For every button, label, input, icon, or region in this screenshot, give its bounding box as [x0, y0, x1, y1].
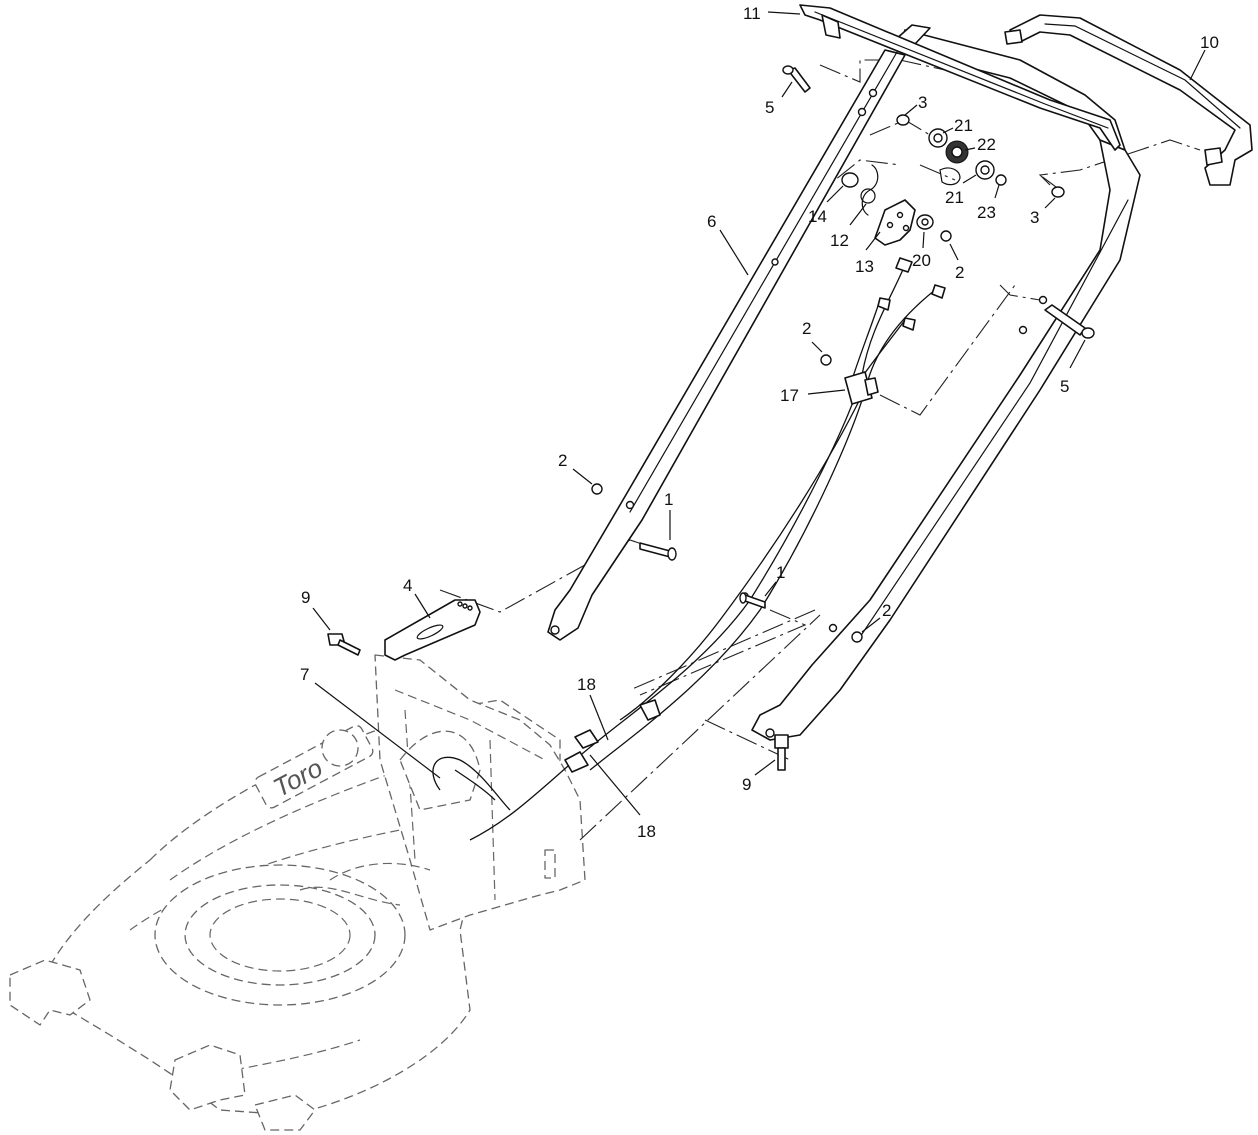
callout-1-left: 1	[664, 490, 673, 509]
callout-3-right: 3	[1030, 208, 1039, 227]
callout-10: 10	[1200, 33, 1219, 52]
callout-22: 22	[977, 135, 996, 154]
callout-20: 20	[912, 251, 931, 270]
control-cables	[432, 257, 946, 841]
callout-labels: 11 10 5 3 21 22 21 23 3 14 12 13 20 2 6 …	[300, 4, 1219, 841]
callout-2-cable: 2	[802, 319, 811, 338]
callout-13: 13	[855, 257, 874, 276]
callout-12: 12	[830, 231, 849, 250]
callout-3-left: 3	[918, 93, 927, 112]
callout-21-upper: 21	[954, 116, 973, 135]
callout-18-lower: 18	[637, 822, 656, 841]
callout-5-right: 5	[1060, 377, 1069, 396]
callout-2-right: 2	[882, 601, 891, 620]
fasteners	[327, 65, 1095, 773]
callout-leaders	[312, 11, 1206, 816]
callout-9-left: 9	[301, 588, 310, 607]
lower-handle	[547, 24, 1141, 741]
callout-23: 23	[977, 203, 996, 222]
callout-7: 7	[300, 665, 309, 684]
callout-9-right: 9	[742, 775, 751, 794]
callout-2-upper: 2	[955, 263, 964, 282]
callout-17: 17	[780, 386, 799, 405]
height-bracket	[384, 599, 481, 661]
callout-6: 6	[707, 212, 716, 231]
callout-21-lower: 21	[945, 188, 964, 207]
callout-1-right: 1	[776, 563, 785, 582]
callout-18-upper: 18	[577, 675, 596, 694]
mower-deck: Toro	[9, 654, 586, 1131]
upper-handle	[1004, 14, 1253, 186]
callout-5-upper: 5	[765, 98, 774, 117]
callout-11: 11	[743, 4, 761, 23]
callout-4: 4	[403, 576, 412, 595]
callout-2-left: 2	[558, 451, 567, 470]
cable-connector	[844, 371, 879, 405]
callout-14: 14	[808, 207, 827, 226]
control-bail	[799, 4, 1121, 151]
